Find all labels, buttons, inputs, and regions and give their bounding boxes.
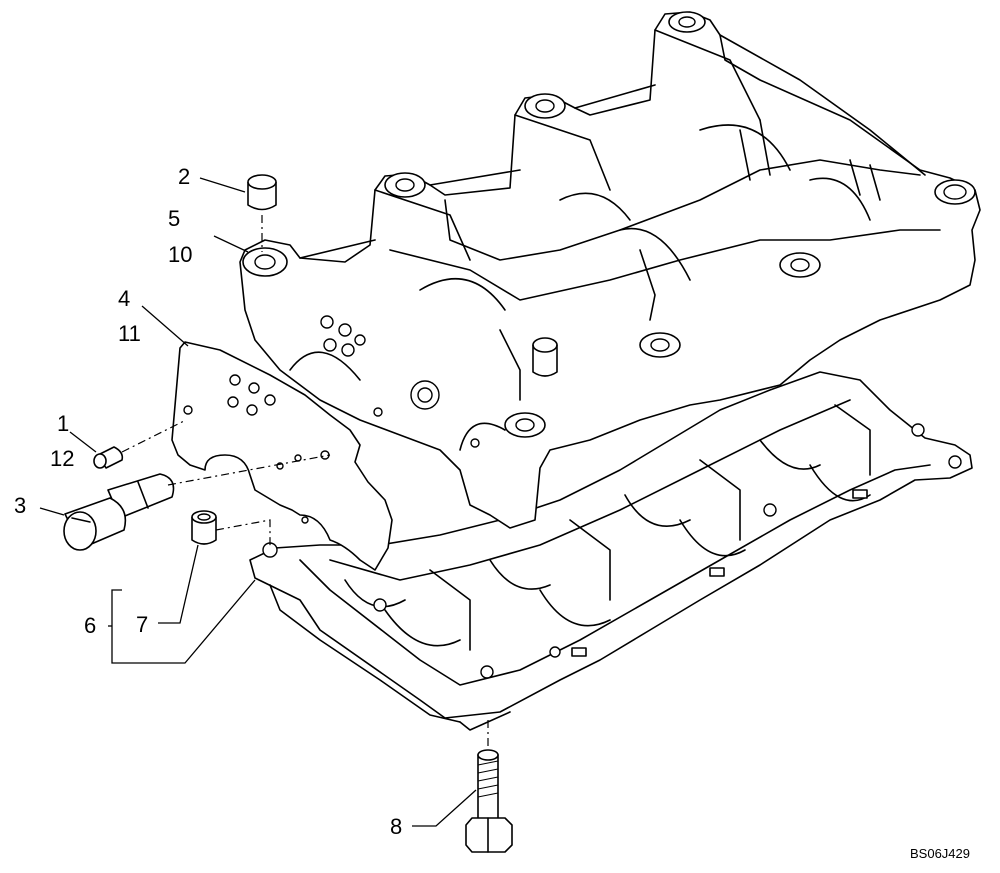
callout-labels: 2 5 10 4 11 1 12 3 6 7 8 BS06J429: [14, 164, 970, 861]
pin-part-1: [93, 446, 124, 469]
bolt-part-8: [465, 749, 513, 853]
callout-2: 2: [178, 164, 190, 189]
callout-8: 8: [390, 814, 402, 839]
callout-11: 11: [118, 321, 141, 346]
callout-3: 3: [14, 493, 26, 518]
callout-12: 12: [50, 446, 74, 471]
callout-10: 10: [168, 242, 192, 267]
plug-part-3: [63, 473, 175, 551]
upper-bearing-carrier: [239, 11, 981, 529]
dowel-sleeve-part-2: [247, 174, 277, 211]
figure-reference-code: BS06J429: [910, 846, 970, 861]
lower-crankcase-pan: [249, 371, 973, 731]
callout-4: 4: [118, 286, 130, 311]
dowel-ring-part-7: [191, 510, 217, 545]
callout-6: 6: [84, 613, 96, 638]
callout-7: 7: [136, 612, 148, 637]
callout-5: 5: [168, 206, 180, 231]
leader-lines: [39, 177, 477, 827]
callout-1: 1: [57, 411, 69, 436]
